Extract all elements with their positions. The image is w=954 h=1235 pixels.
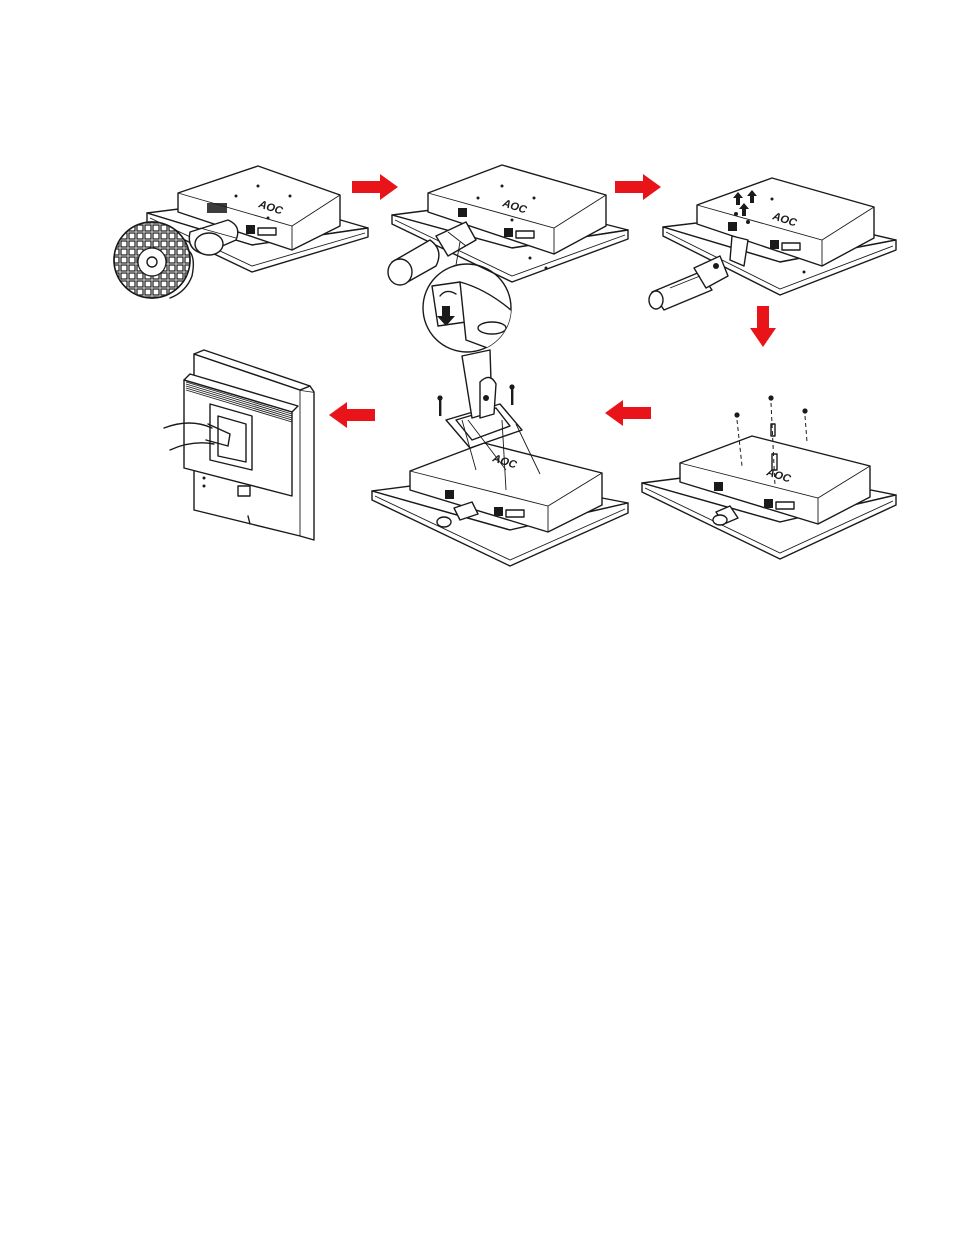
step-4-vesa-screws-icon: AOC (642, 395, 896, 559)
arrow-step2-to-step3 (615, 174, 661, 200)
detached-hinge (649, 256, 728, 310)
arrow-step3-to-step4 (750, 306, 776, 347)
step-6-wall-mounted-monitor-icon (164, 350, 314, 540)
step-2-base-removed-icon: AOC (388, 165, 628, 360)
step-1-monitor-with-base-icon: AOC (114, 166, 368, 298)
arrow-step1-to-step2 (352, 174, 398, 200)
arrow-step4-to-step5 (605, 400, 651, 426)
step-5-wall-mount-bracket-icon: AOC (372, 350, 628, 566)
step-3-neck-removed-icon: AOC (649, 178, 896, 310)
arrow-step5-to-step6 (329, 402, 375, 428)
